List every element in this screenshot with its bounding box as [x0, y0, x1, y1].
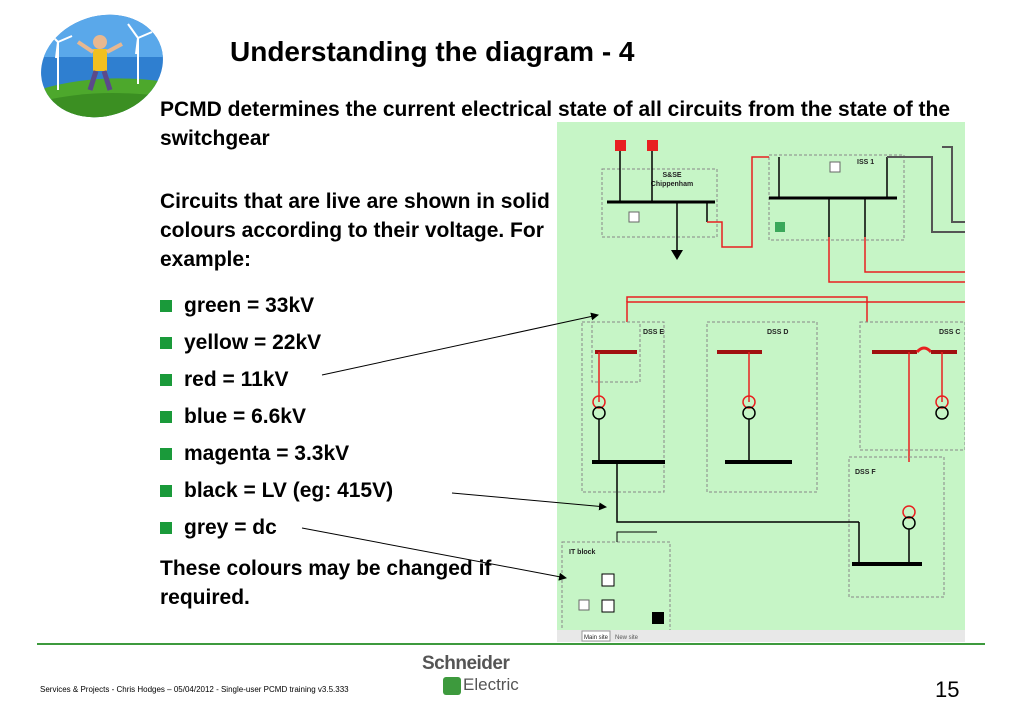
label-dssd: DSS D	[767, 329, 788, 336]
bullet-icon	[160, 447, 172, 460]
tab-new-site[interactable]: New site	[615, 635, 639, 641]
bullet-icon	[160, 484, 172, 497]
voltage-colour-list: green = 33kV yellow = 22kV red = 11kV bl…	[160, 287, 393, 546]
logo-bottom-text: Electric	[463, 675, 519, 694]
logo-mark-icon	[443, 677, 461, 695]
schneider-electric-logo: Schneider Electric	[418, 653, 538, 701]
label-sse: S&SE	[662, 172, 681, 179]
bullet-icon	[160, 410, 172, 423]
list-item: blue = 6.6kV	[160, 398, 393, 435]
label-dssf: DSS F	[855, 469, 876, 476]
list-item: magenta = 3.3kV	[160, 435, 393, 472]
list-item: grey = dc	[160, 509, 393, 546]
label-dsse: DSS E	[643, 329, 664, 336]
live-circuits-text: Circuits that are live are shown in soli…	[160, 190, 550, 271]
logo-top-text: Schneider	[422, 653, 510, 674]
wind-turbine-photo	[38, 12, 166, 120]
list-item: black = LV (eg: 415V)	[160, 472, 393, 509]
bullet-icon	[160, 521, 172, 534]
label-itblock: IT block	[569, 549, 596, 556]
list-item: yellow = 22kV	[160, 324, 393, 361]
label-chippenham: Chippenham	[651, 181, 693, 188]
label-iss1: ISS 1	[857, 159, 874, 166]
slide-title: Understanding the diagram - 4	[230, 36, 635, 67]
intro-text: PCMD determines the current electrical s…	[160, 98, 951, 150]
list-item: green = 33kV	[160, 287, 393, 324]
footer-divider	[37, 643, 985, 645]
tab-main-site[interactable]: Main site	[584, 635, 609, 641]
bullet-icon	[160, 299, 172, 312]
bullet-icon	[160, 336, 172, 349]
footer-text: Services & Projects - Chris Hodges – 05/…	[40, 685, 349, 694]
circuit-diagram-panel: S&SE Chippenham ISS 1 DSS E	[557, 122, 965, 642]
label-dssc: DSS C	[939, 329, 960, 336]
page-number: 15	[935, 677, 960, 702]
bullet-icon	[160, 373, 172, 386]
colours-changeable-text: These colours may be changed if required…	[160, 557, 492, 609]
list-item: red = 11kV	[160, 361, 393, 398]
